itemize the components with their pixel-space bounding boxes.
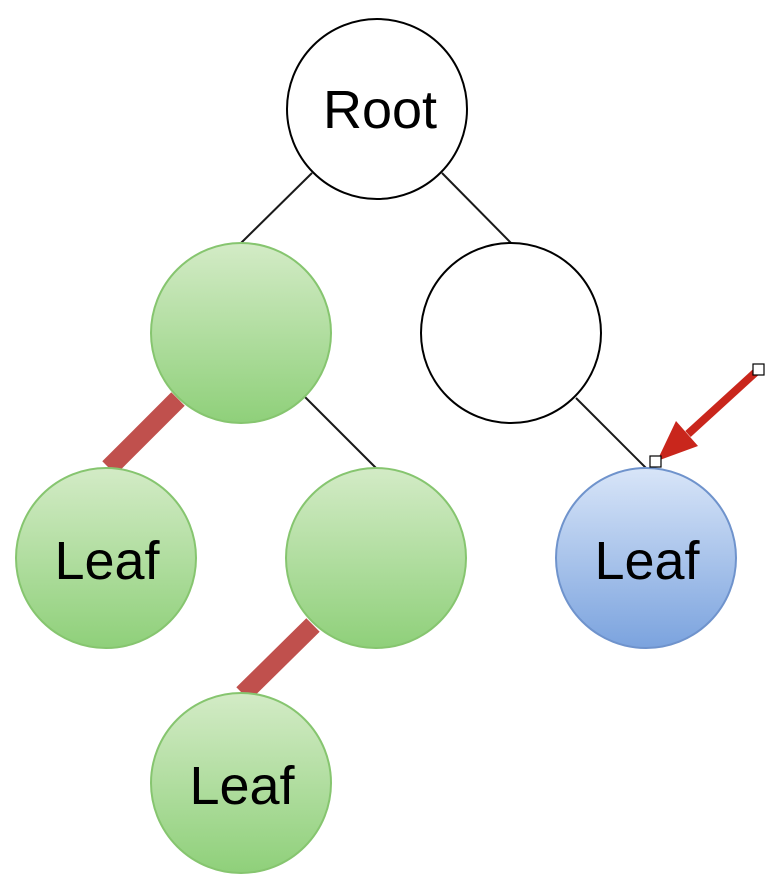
node-right bbox=[420, 242, 602, 424]
red-arrow-icon[interactable] bbox=[649, 363, 765, 468]
node-left-leaf-circle bbox=[15, 467, 197, 649]
edge-right-right-leaf bbox=[575, 397, 648, 470]
edge-left-left-leaf bbox=[102, 392, 185, 475]
node-left-leaf-label: Leaf bbox=[54, 531, 160, 591]
nodes: Root Leaf Leaf Leaf bbox=[15, 18, 737, 874]
arrow-shaft bbox=[685, 368, 760, 437]
node-bottom-leaf-label: Leaf bbox=[189, 756, 295, 816]
node-left-right bbox=[285, 467, 467, 649]
node-right-circle bbox=[420, 242, 602, 424]
edge-left-right-bottom-leaf bbox=[236, 618, 320, 701]
node-left-right-circle bbox=[285, 467, 467, 649]
node-root-circle bbox=[286, 18, 468, 200]
node-root: Root bbox=[286, 18, 468, 200]
node-left bbox=[150, 242, 332, 424]
node-root-label: Root bbox=[323, 80, 437, 140]
arrow-end-handle[interactable] bbox=[649, 455, 662, 468]
node-bottom-leaf-circle bbox=[150, 692, 332, 874]
node-bottom-leaf: Leaf bbox=[150, 692, 332, 874]
node-left-leaf: Leaf bbox=[15, 467, 197, 649]
edge-root-left bbox=[240, 172, 313, 244]
edge-left-left-right bbox=[304, 396, 378, 470]
edges bbox=[102, 172, 648, 701]
arrow-head bbox=[657, 421, 698, 461]
node-right-leaf-label: Leaf bbox=[594, 531, 700, 591]
node-right-leaf-circle bbox=[555, 467, 737, 649]
node-right-leaf: Leaf bbox=[555, 467, 737, 649]
arrow-start-handle[interactable] bbox=[752, 363, 765, 376]
edge-root-right bbox=[441, 172, 512, 244]
node-left-circle bbox=[150, 242, 332, 424]
